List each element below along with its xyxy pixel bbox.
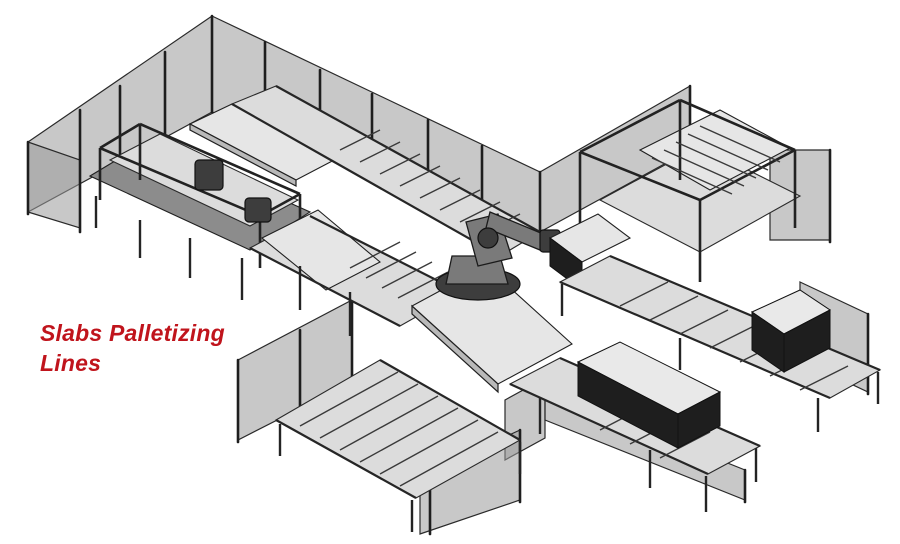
infeed-station — [88, 122, 312, 300]
front-outfeed — [508, 341, 762, 512]
central-conveyor — [248, 209, 462, 336]
caption-line-2: Lines — [40, 350, 102, 376]
right-outfeed — [558, 254, 882, 432]
diagram-caption: Slabs Palletizing Lines — [40, 318, 225, 378]
caption-line-1: Slabs Palletizing — [40, 320, 225, 346]
upper-conveyor — [188, 85, 542, 257]
pallet-gantry — [548, 98, 802, 291]
